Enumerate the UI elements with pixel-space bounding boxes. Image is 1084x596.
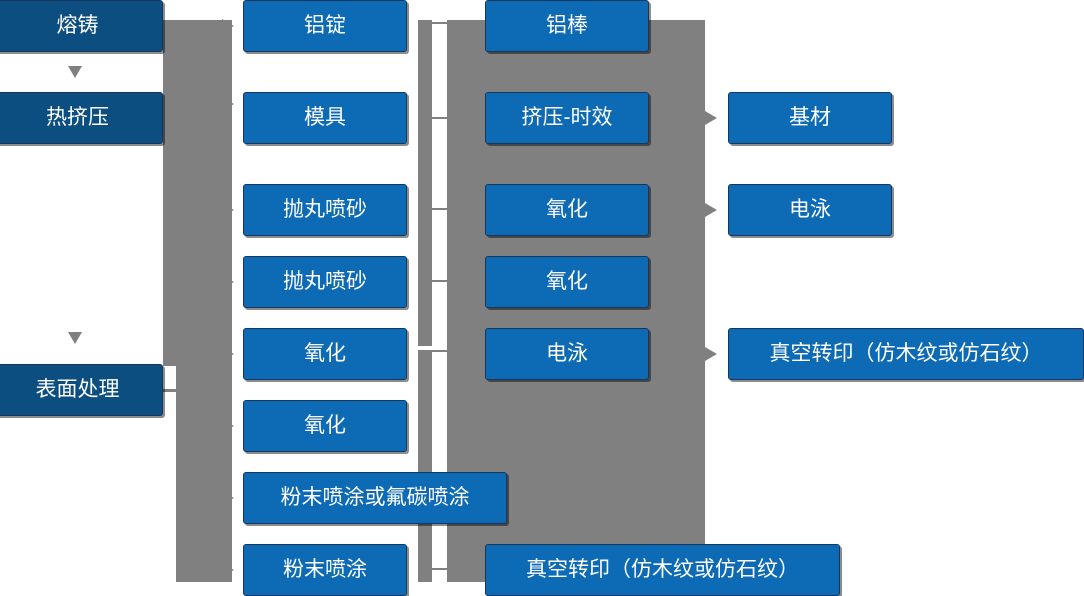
node-yanghua-1[interactable]: 氧化: [243, 328, 407, 380]
rail-tick-2: [431, 117, 449, 119]
node-lubang[interactable]: 铝棒: [485, 0, 649, 52]
surface-treatment-stub: [163, 389, 179, 392]
node-label: 抛丸喷砂: [283, 198, 367, 222]
node-fenmo-fulu[interactable]: 粉末喷涂或氟碳喷涂: [243, 472, 507, 524]
node-zhenkong-right[interactable]: 真空转印（仿木纹或仿石纹）: [728, 328, 1084, 380]
rail-tick-5: [431, 350, 449, 352]
node-label: 模具: [304, 106, 346, 130]
node-label: 真空转印（仿木纹或仿石纹）: [526, 558, 799, 582]
left-trunk-lower: [176, 366, 232, 582]
node-label: 氧化: [304, 342, 346, 366]
node-label: 热挤压: [46, 106, 109, 130]
rail-tick-6: [431, 568, 449, 570]
arrow-to-ludin: [222, 19, 234, 33]
arrow-to-zhenkong1: [705, 347, 717, 361]
node-zhenkong-bottom[interactable]: 真空转印（仿木纹或仿石纹）: [485, 544, 840, 596]
node-label: 真空转印（仿木纹或仿石纹）: [769, 342, 1043, 366]
arrow-to-yanghua2: [222, 419, 234, 433]
node-biaomian[interactable]: 表面处理: [0, 364, 163, 416]
node-fenmo[interactable]: 粉末喷涂: [243, 544, 407, 596]
rail-tick-1: [431, 22, 449, 24]
rail-tick-4: [431, 280, 449, 282]
arrow-to-fenmo2: [222, 563, 234, 577]
node-dianyong-1[interactable]: 电泳: [485, 328, 649, 380]
arrow-to-muju: [222, 97, 234, 111]
node-jiya-shixiao[interactable]: 挤压-时效: [485, 92, 649, 144]
mid-rail-upper: [418, 20, 432, 346]
node-paowan-2[interactable]: 抛丸喷砂: [243, 256, 407, 308]
node-label: 电泳: [546, 342, 588, 366]
node-yanghua-3[interactable]: 氧化: [485, 184, 649, 236]
node-label: 氧化: [304, 414, 346, 438]
node-rejiya[interactable]: 热挤压: [0, 92, 163, 144]
node-yanghua-2[interactable]: 氧化: [243, 400, 407, 452]
arrow-to-paowan2: [222, 275, 234, 289]
node-label: 铝棒: [546, 14, 588, 38]
node-dianyong-2[interactable]: 电泳: [728, 184, 892, 236]
arrow-down-rongzhu: [68, 66, 82, 78]
arrow-to-dianyong2: [705, 203, 717, 217]
node-label: 挤压-时效: [521, 106, 613, 130]
arrow-to-fenmo1: [222, 491, 234, 505]
node-label: 表面处理: [35, 378, 120, 402]
node-yanghua-4[interactable]: 氧化: [485, 256, 649, 308]
node-label: 电泳: [789, 198, 831, 222]
node-label: 粉末喷涂: [283, 558, 367, 582]
node-jicai[interactable]: 基材: [728, 92, 892, 144]
node-ludin[interactable]: 铝锭: [243, 0, 407, 52]
arrow-to-jicai: [705, 111, 717, 125]
rail-tick-3: [431, 208, 449, 210]
arrow-down-rejiya: [68, 332, 82, 344]
node-paowan-1[interactable]: 抛丸喷砂: [243, 184, 407, 236]
node-label: 熔铸: [56, 14, 99, 38]
node-label: 粉末喷涂或氟碳喷涂: [280, 486, 470, 510]
node-label: 氧化: [546, 270, 588, 294]
node-label: 氧化: [546, 198, 588, 222]
node-label: 抛丸喷砂: [283, 270, 367, 294]
node-muju[interactable]: 模具: [243, 92, 407, 144]
mid-rail-lower: [418, 350, 432, 582]
arrow-to-yanghua1: [222, 347, 234, 361]
node-label: 铝锭: [304, 14, 346, 38]
arrow-to-paowan1: [222, 203, 234, 217]
node-rongzhu[interactable]: 熔铸: [0, 0, 163, 52]
left-trunk-upper: [163, 20, 232, 366]
node-label: 基材: [789, 106, 831, 130]
